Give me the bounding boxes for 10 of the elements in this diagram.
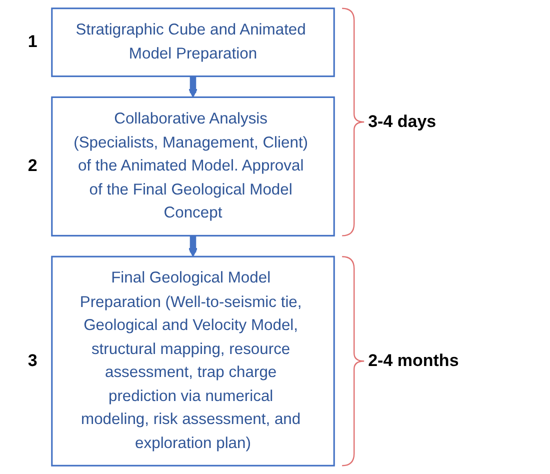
process-box: Collaborative Analysis (Specialists, Management, Client) of the Animated Model. Approval of the Final Geological Model Concept	[51, 96, 335, 236]
arrow	[188, 234, 198, 258]
step-number: 2	[28, 156, 38, 176]
process-box: Final Geological Model Preparation (Well-to-seismic tie, Geological and Velocity Model, structural mapping, resource assessment, trap charge prediction via numerical modeling, risk assessment, and exploration plan)	[51, 256, 335, 466]
step-number: 3	[28, 351, 38, 372]
arrow	[188, 74, 198, 98]
duration-label: 2-4 months	[368, 351, 459, 372]
process-box: Stratigraphic Cube and Animated Model Preparation	[51, 8, 335, 78]
duration-label: 3-4 days	[368, 112, 436, 132]
step-number: 1	[28, 32, 38, 52]
